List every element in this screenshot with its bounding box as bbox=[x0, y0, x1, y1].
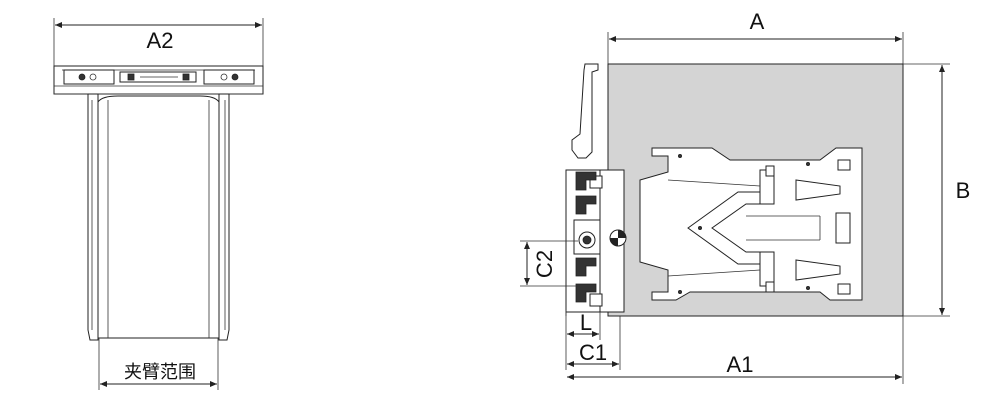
carriage-plate bbox=[53, 65, 264, 95]
label-a1: A1 bbox=[727, 352, 754, 377]
label-c2: C2 bbox=[532, 250, 557, 278]
label-a2: A2 bbox=[147, 28, 174, 53]
dimension-c1: C1 bbox=[565, 316, 621, 370]
dimension-clamp-range: 夹臂范围 bbox=[98, 338, 219, 390]
label-c1: C1 bbox=[579, 340, 607, 365]
dimension-l: L bbox=[565, 310, 601, 340]
clamp-arm-side bbox=[639, 147, 863, 301]
carriage-hooks bbox=[565, 63, 627, 316]
label-a: A bbox=[750, 9, 765, 34]
dimension-a2: A2 bbox=[53, 18, 264, 66]
dimension-a: A bbox=[607, 9, 904, 64]
clamp-arms bbox=[87, 93, 230, 341]
label-clamp-range: 夹臂范围 bbox=[124, 362, 196, 383]
label-b: B bbox=[956, 178, 971, 203]
side-view: A B bbox=[520, 9, 970, 384]
dimension-c2: C2 bbox=[520, 240, 578, 287]
dimension-a1: A1 bbox=[567, 316, 904, 384]
label-l: L bbox=[580, 310, 592, 335]
dimension-b: B bbox=[903, 63, 971, 317]
front-view: A2 bbox=[53, 18, 264, 390]
